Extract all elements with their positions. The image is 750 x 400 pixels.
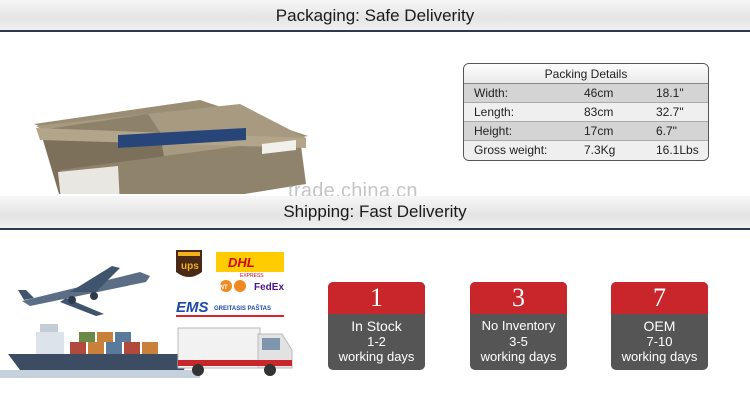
packing-row-width: Width: 46cm 18.1": [464, 84, 708, 103]
card-days: 1-2: [367, 334, 386, 349]
row-label: Width:: [474, 86, 509, 100]
ups-logo-icon: ups: [176, 250, 202, 277]
card-number: 7: [611, 282, 708, 314]
packing-details-header: Packing Details: [464, 64, 708, 84]
packaging-title: Packaging: Safe Deliverity: [275, 6, 475, 25]
cardboard-box-image: [34, 100, 308, 194]
fedex-logo-icon: FedEx: [254, 282, 284, 293]
card-label: OEM: [643, 318, 676, 334]
card-unit: working days: [338, 349, 415, 364]
packing-row-height: Height: 17cm 6.7": [464, 122, 708, 141]
row-label: Gross weight:: [474, 143, 548, 157]
card-days: 3-5: [509, 334, 528, 349]
tnt-logo-icon: TNT: [216, 280, 246, 292]
shipping-title: Shipping: Fast Deliverity: [283, 202, 467, 221]
row-metric: 46cm: [584, 86, 614, 100]
packing-row-length: Length: 83cm 32.7": [464, 103, 708, 122]
svg-text:TNT: TNT: [216, 285, 228, 291]
packing-row-gross-weight: Gross weight: 7.3Kg 16.1Lbs: [464, 141, 708, 160]
row-metric: 83cm: [584, 105, 614, 119]
truck-icon: [177, 327, 293, 376]
svg-text:GREITASIS PAŠTAS: GREITASIS PAŠTAS: [214, 304, 271, 312]
card-days: 7-10: [646, 334, 673, 349]
card-label: No Inventory: [481, 318, 556, 333]
card-label: In Stock: [351, 318, 402, 334]
svg-text:EMS: EMS: [176, 299, 209, 316]
shipping-illustration: ups DHL EXPRESS TNT FedEx EMS GREITASIS …: [0, 250, 293, 378]
airplane-icon: [18, 266, 150, 316]
packing-details-table: Packing Details Width: 46cm 18.1" Length…: [463, 63, 709, 161]
svg-text:EXPRESS: EXPRESS: [240, 273, 264, 279]
shipping-header-bar: Shipping: Fast Deliverity: [0, 196, 750, 230]
card-unit: working days: [480, 349, 557, 364]
row-label: Height:: [474, 124, 513, 138]
card-unit: working days: [621, 349, 698, 364]
row-imperial: 32.7": [656, 105, 684, 119]
row-imperial: 16.1Lbs: [656, 143, 699, 157]
delivery-card-no-inventory: 3 No Inventory 3-5 working days: [470, 282, 567, 370]
label-strip: [118, 128, 246, 148]
row-imperial: 18.1": [656, 86, 684, 100]
row-metric: 17cm: [584, 124, 614, 138]
row-imperial: 6.7": [656, 124, 677, 138]
delivery-card-in-stock: 1 In Stock 1-2 working days: [328, 282, 425, 370]
dhl-logo-icon: DHL EXPRESS: [216, 252, 284, 279]
row-label: Length:: [474, 105, 515, 119]
svg-text:DHL: DHL: [228, 255, 255, 270]
card-number: 1: [328, 282, 425, 314]
svg-text:FedEx: FedEx: [254, 282, 284, 293]
ship-icon: [0, 324, 200, 378]
row-metric: 7.3Kg: [584, 143, 616, 157]
ems-logo-icon: EMS GREITASIS PAŠTAS: [176, 299, 284, 317]
card-number: 3: [470, 282, 567, 314]
shipping-label: [58, 166, 120, 194]
delivery-card-oem: 7 OEM 7-10 working days: [611, 282, 708, 370]
packaging-header-bar: Packaging: Safe Deliverity: [0, 0, 750, 32]
svg-text:ups: ups: [181, 261, 199, 272]
